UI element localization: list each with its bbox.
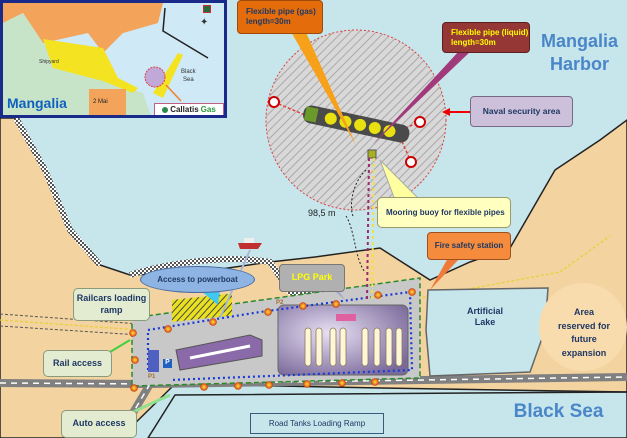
future-expansion-area (539, 283, 627, 371)
gas-pipe-line2: length=30m (246, 17, 291, 26)
distance-label: 98,5 m (308, 208, 336, 218)
inset-land-north (3, 3, 163, 53)
liquid-pipe-line1: Flexible pipe (liquid) (451, 27, 529, 37)
lpg-tanks (304, 327, 403, 367)
traffic-route (146, 290, 414, 382)
mooring-buoy-callout: Mooring buoy for flexible pipes (377, 197, 511, 228)
lamp-posts (129, 288, 416, 392)
mooring-buoy (367, 149, 377, 159)
future-line2: reserved for (557, 320, 611, 331)
artificial-lake (425, 287, 549, 377)
inset-district-label: 2 Mai (93, 99, 108, 105)
fire-pointer (430, 258, 460, 290)
parking-marker: P (163, 359, 172, 368)
gas-pipe-pointer (290, 30, 356, 145)
lpg-park-callout: LPG Park (279, 264, 345, 292)
inset-town-label: Mangalia (7, 95, 67, 111)
naval-area-arrowhead (442, 108, 450, 116)
liquid-pipe-callout: Flexible pipe (liquid) length=30m (442, 22, 530, 53)
inset-pier (153, 53, 183, 98)
inset-sea-line1: Black (181, 69, 196, 75)
powerboat-pointer (200, 290, 220, 305)
logo-part2: Gas (200, 104, 216, 114)
logo-part1: Callatis (170, 104, 199, 114)
callatis-gas-logo: Callatis Gas (154, 103, 224, 115)
auto-access-callout: Auto access (61, 410, 137, 438)
harbor-line2: Harbor (549, 53, 609, 74)
harbor-line1: Mangalia (540, 31, 619, 51)
inset-map-graphic (3, 3, 224, 115)
rail-access-pointer (109, 339, 131, 353)
future-area-label: Area reserved for future expansion (548, 306, 620, 360)
inset-terminal-marker (144, 66, 166, 88)
naval-area-callout: Naval security area (470, 96, 573, 127)
fire-station-callout: Fire safety station (427, 232, 511, 260)
rail-access-callout: Rail access (43, 350, 112, 377)
inset-terminal-arrow (165, 84, 182, 102)
inset-shipyard-label: Shipyard (39, 59, 59, 65)
artificial-lake-label: Artificial Lake (450, 306, 520, 329)
powerboat-callout: Access to powerboat (140, 266, 255, 293)
inset-breakwater (162, 7, 209, 59)
liquid-pipe-line2: length=30m (451, 37, 496, 47)
loading-shed-line (189, 344, 251, 360)
parking-grid (148, 350, 159, 372)
future-line1: Area (573, 307, 594, 317)
lake-line1: Artificial (466, 306, 503, 316)
distance-marker (345, 169, 367, 273)
breakwater (13, 116, 103, 267)
pipe-manifold (336, 314, 356, 321)
powerboat-icon (238, 238, 262, 249)
inset-sea-label: Black Sea (181, 69, 196, 84)
north-icon (203, 5, 211, 13)
logo-icon (162, 106, 169, 113)
mooring-points (268, 96, 426, 168)
future-line3: future (571, 334, 597, 344)
rail-track-3 (0, 313, 141, 325)
gas-pipe-line1: Flexible pipe (gas) (246, 7, 316, 16)
liquid-pipe-pointer (372, 50, 472, 145)
inset-2mai-block (89, 89, 126, 115)
railcars-line1: Railcars loading (76, 293, 147, 304)
lake-line2: Lake (474, 317, 496, 328)
compass-icon: ✦ (200, 17, 209, 28)
p1-marker: P1 (148, 374, 156, 380)
rail-track-2 (0, 325, 141, 336)
inset-map: Mangalia 2 Mai Shipyard Black Sea Callat… (0, 0, 227, 118)
road-tanks-callout: Road Tanks Loading Ramp (250, 413, 384, 434)
black-sea-label: Black Sea (513, 401, 604, 422)
railcars-line2: ramp (100, 304, 123, 315)
inset-sea-line2: Sea (182, 76, 194, 83)
harbor-label: Mangalia Harbor (532, 30, 627, 75)
inset-shipyard (43, 39, 138, 93)
powerboat-pier (129, 256, 316, 297)
future-line4: expansion (561, 347, 607, 358)
railcars-ramp-callout: Railcars loading ramp (73, 288, 150, 321)
gas-pipe-callout: Flexible pipe (gas) length=30m (237, 0, 323, 34)
p2-marker: P2 (276, 300, 284, 306)
